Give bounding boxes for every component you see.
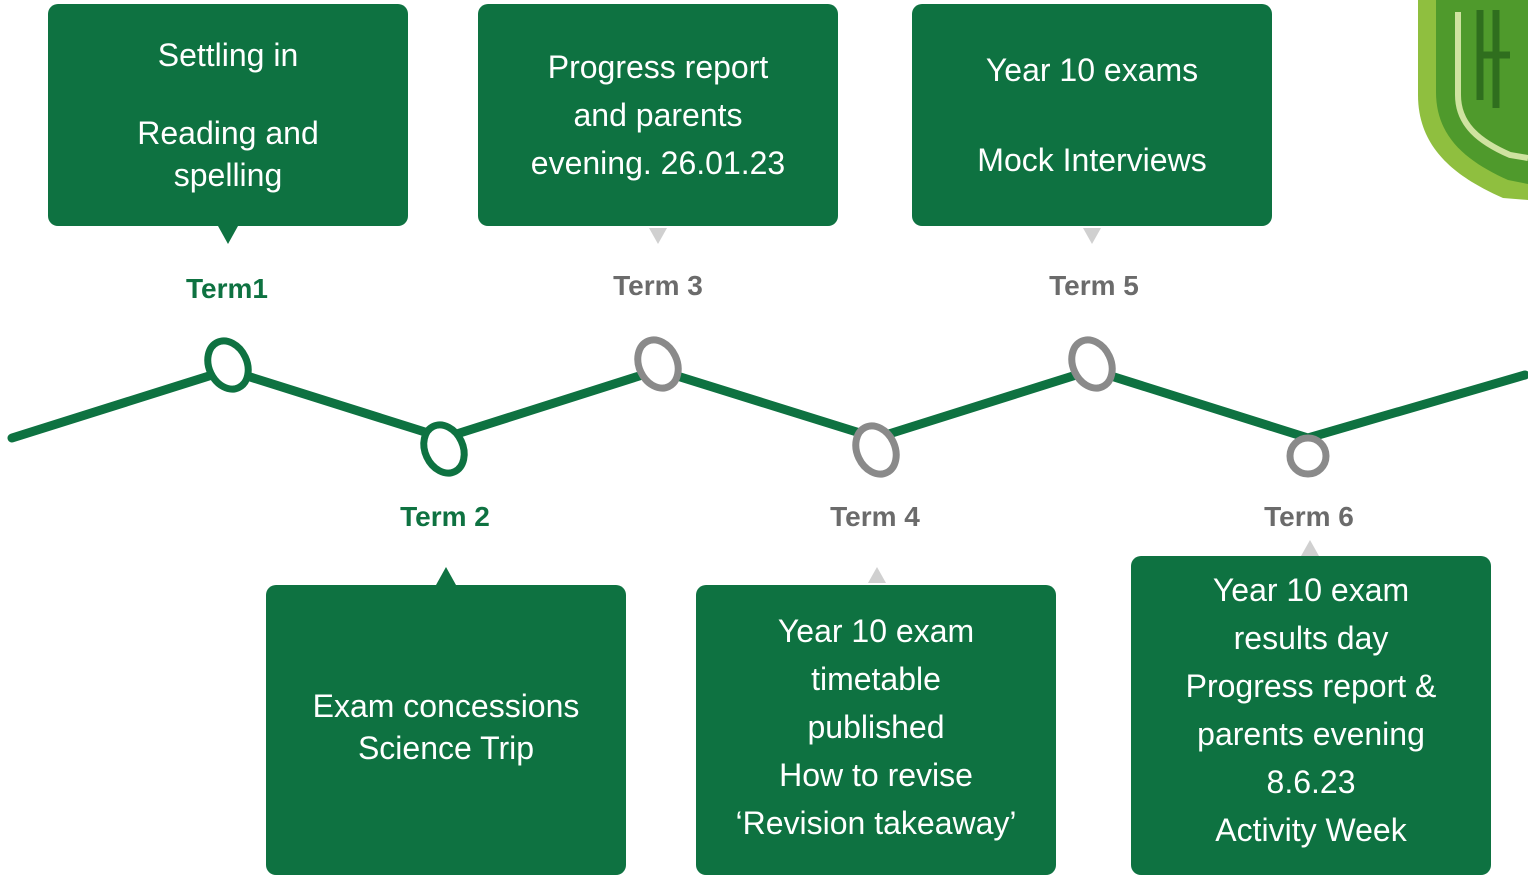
term5-pointer — [1083, 228, 1101, 244]
timeline-node-term2 — [420, 421, 468, 477]
term1-line-2: Reading and — [137, 115, 319, 151]
term6-box: Year 10 exam results day Progress report… — [1131, 556, 1491, 875]
term2-line-2: Science Trip — [357, 730, 535, 766]
term4-pointer — [868, 567, 886, 583]
term2-line-1: Exam concessions — [312, 688, 580, 724]
term6-label: Term 6 — [1264, 501, 1354, 532]
term5-box: Year 10 exams Mock Interviews — [912, 4, 1272, 226]
term3-box: Progress report and parents evening. 26.… — [478, 4, 838, 226]
term4-line-4: How to revise — [779, 757, 973, 793]
term3-line-1: Progress report — [547, 49, 769, 85]
term6-line-1: Year 10 exam — [1212, 572, 1410, 608]
term1-pointer — [218, 226, 238, 244]
term2-box: Exam concessions Science Trip — [266, 585, 626, 875]
term4-line-1: Year 10 exam — [777, 613, 975, 649]
term4-line-5: ‘Revision takeaway’ — [735, 805, 1017, 841]
term6-line-6: Activity Week — [1215, 812, 1407, 848]
timeline-node-term4 — [852, 422, 900, 478]
term5-label: Term 5 — [1049, 270, 1139, 301]
term6-line-3: Progress report & — [1185, 668, 1437, 704]
term3-line-3: evening. 26.01.23 — [530, 145, 786, 181]
term6-line-5: 8.6.23 — [1266, 764, 1356, 800]
term1-line-1: Settling in — [157, 37, 299, 73]
term4-box: Year 10 exam timetable published How to … — [696, 585, 1056, 875]
term6-pointer — [1301, 540, 1319, 556]
term3-pointer — [649, 228, 667, 244]
term1-box: Settling in Reading and spelling — [48, 4, 408, 226]
term2-pointer — [436, 567, 456, 585]
term6-line-2: results day — [1233, 620, 1389, 656]
term2-label: Term 2 — [400, 501, 490, 532]
term5-line-2: Mock Interviews — [977, 142, 1207, 178]
timeline-node-term1 — [204, 337, 252, 393]
timeline-node-term5 — [1068, 336, 1116, 392]
school-crest-icon — [1418, 0, 1528, 200]
timeline-node-term3 — [634, 336, 682, 392]
term4-line-3: published — [807, 709, 945, 745]
term4-label: Term 4 — [830, 501, 920, 532]
timeline-line — [7, 365, 1528, 443]
term4-line-2: timetable — [811, 661, 941, 697]
term3-line-2: and parents — [573, 97, 743, 133]
term1-line-3: spelling — [173, 157, 283, 193]
term5-line-1: Year 10 exams — [985, 52, 1199, 88]
timeline-node-term6 — [1286, 434, 1330, 478]
term1-label: Term1 — [186, 273, 268, 304]
term6-line-4: parents evening — [1197, 716, 1425, 752]
term3-label: Term 3 — [613, 270, 703, 301]
